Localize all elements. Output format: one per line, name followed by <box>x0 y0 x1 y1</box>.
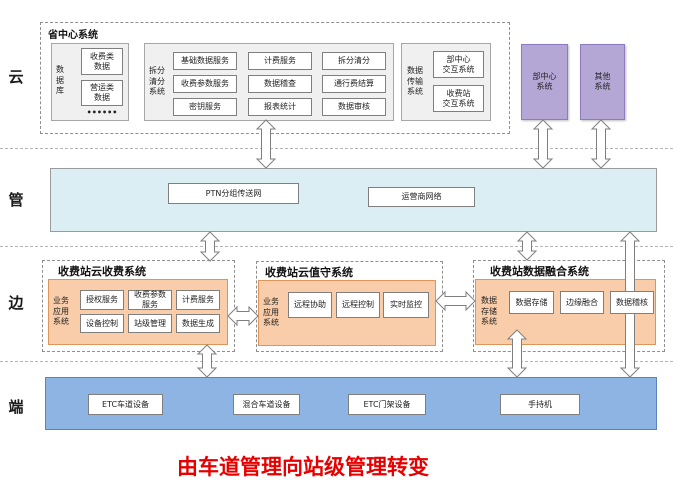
ministry-center-system: 部中心 系统 <box>521 44 568 120</box>
layer-label-cloud: 云 <box>8 68 24 86</box>
more-data-ellipsis: •••••• <box>86 108 118 117</box>
etc-gantry-device-box: ETC门架设备 <box>348 394 426 415</box>
data-fusion-storage-panel: 数据 存储 系统 数据存储 边缘融合 数据稽核 <box>475 279 656 345</box>
cloud-duty-label: 业务 应用 系统 <box>263 296 279 328</box>
cloud-toll-group: 收费站云收费系统 业务 应用 系统 授权服务 收费参数 服务 计费服务 设备控制… <box>42 260 235 352</box>
report-statistics-box: 报表统计 <box>248 98 312 116</box>
layer-label-edge: 边 <box>8 294 24 312</box>
toll-parameter-service-box: 收费参数服务 <box>173 75 237 93</box>
data-generation-box: 数据生成 <box>176 314 220 333</box>
data-fusion-label: 数据 存储 系统 <box>481 295 497 327</box>
station-interaction-box: 收费站 交互系统 <box>433 85 484 112</box>
diagram-caption: 由车道管理向站级管理转变 <box>177 455 429 479</box>
toll-settlement-box: 通行费结算 <box>322 75 386 93</box>
remote-assist-box: 远程协助 <box>288 292 332 318</box>
terminal-band: ETC车道设备 混合车道设备 ETC门架设备 手持机 <box>45 377 657 430</box>
data-fusion-title: 收费站数据融合系统 <box>490 265 589 278</box>
cloud-duty-group: 收费站云值守系统 业务 应用 系统 远程协助 远程控制 实时监控 <box>256 261 443 352</box>
clearing-panel: 拆分 清分 系统 基础数据服务 计费服务 拆分清分 收费参数服务 数据稽查 通行… <box>144 43 394 121</box>
province-center-group: 省中心系统 数 据 库 收费类 数据 营运类 数据 •••••• 拆分 清分 系… <box>40 22 510 134</box>
data-audit-box: 数据审核 <box>322 98 386 116</box>
cloud-duty-title: 收费站云值守系统 <box>265 266 353 279</box>
layer-label-end: 端 <box>8 398 24 416</box>
edge-fusion-box: 边缘融合 <box>560 291 604 314</box>
layer-separator-edge-end <box>0 361 673 362</box>
authorization-service-box: 授权服务 <box>80 290 124 310</box>
operation-data-box: 营运类 数据 <box>81 80 123 106</box>
network-band: PTN分组传送网 运营商网络 <box>50 168 657 232</box>
cloud-toll-business-panel: 业务 应用 系统 授权服务 收费参数 服务 计费服务 设备控制 站级管理 数据生… <box>48 279 228 345</box>
arrow-ministry-network <box>532 119 554 169</box>
ptn-network-box: PTN分组传送网 <box>168 183 299 204</box>
layer-label-pipe: 管 <box>8 191 24 209</box>
station-management-box: 站级管理 <box>128 314 172 333</box>
database-label: 数 据 库 <box>56 64 64 96</box>
key-service-box: 密钥服务 <box>173 98 237 116</box>
ministry-interaction-box: 部中心 交互系统 <box>433 51 484 78</box>
cloud-duty-business-panel: 业务 应用 系统 远程协助 远程控制 实时监控 <box>258 280 436 346</box>
cloud-toll-title: 收费站云收费系统 <box>58 265 146 278</box>
data-verification-box: 数据稽核 <box>610 291 654 314</box>
cloud-toll-label: 业务 应用 系统 <box>53 295 69 327</box>
basic-data-service-box: 基础数据服务 <box>173 52 237 70</box>
province-center-title: 省中心系统 <box>48 30 98 41</box>
toll-data-box: 收费类 数据 <box>81 48 123 75</box>
transfer-label: 数据 传输 系统 <box>407 65 423 97</box>
data-inspection-box: 数据稽查 <box>248 75 312 93</box>
clearing-label: 拆分 清分 系统 <box>149 65 165 97</box>
handheld-device-box: 手持机 <box>500 394 580 415</box>
device-control-box: 设备控制 <box>80 314 124 333</box>
database-panel: 数 据 库 收费类 数据 营运类 数据 •••••• <box>51 43 129 121</box>
layer-separator-pipe-edge <box>0 246 673 247</box>
transfer-panel: 数据 传输 系统 部中心 交互系统 收费站 交互系统 <box>401 43 491 121</box>
data-fusion-group: 收费站数据融合系统 数据 存储 系统 数据存储 边缘融合 数据稽核 <box>473 260 665 352</box>
carrier-network-box: 运营商网络 <box>368 187 475 207</box>
remote-control-box: 远程控制 <box>336 292 380 318</box>
billing-service-box: 计费服务 <box>248 52 312 70</box>
etc-lane-device-box: ETC车道设备 <box>88 394 163 415</box>
toll-parameter-box: 收费参数 服务 <box>128 290 172 310</box>
realtime-monitor-box: 实时监控 <box>383 292 429 318</box>
data-storage-box: 数据存储 <box>509 291 554 314</box>
mixed-lane-device-box: 混合车道设备 <box>233 394 300 415</box>
split-clearing-box: 拆分清分 <box>322 52 386 70</box>
other-systems: 其他 系统 <box>580 44 625 120</box>
edge-billing-service-box: 计费服务 <box>176 290 220 310</box>
layer-separator-cloud-pipe <box>0 148 673 149</box>
arrow-other-network <box>590 119 612 169</box>
